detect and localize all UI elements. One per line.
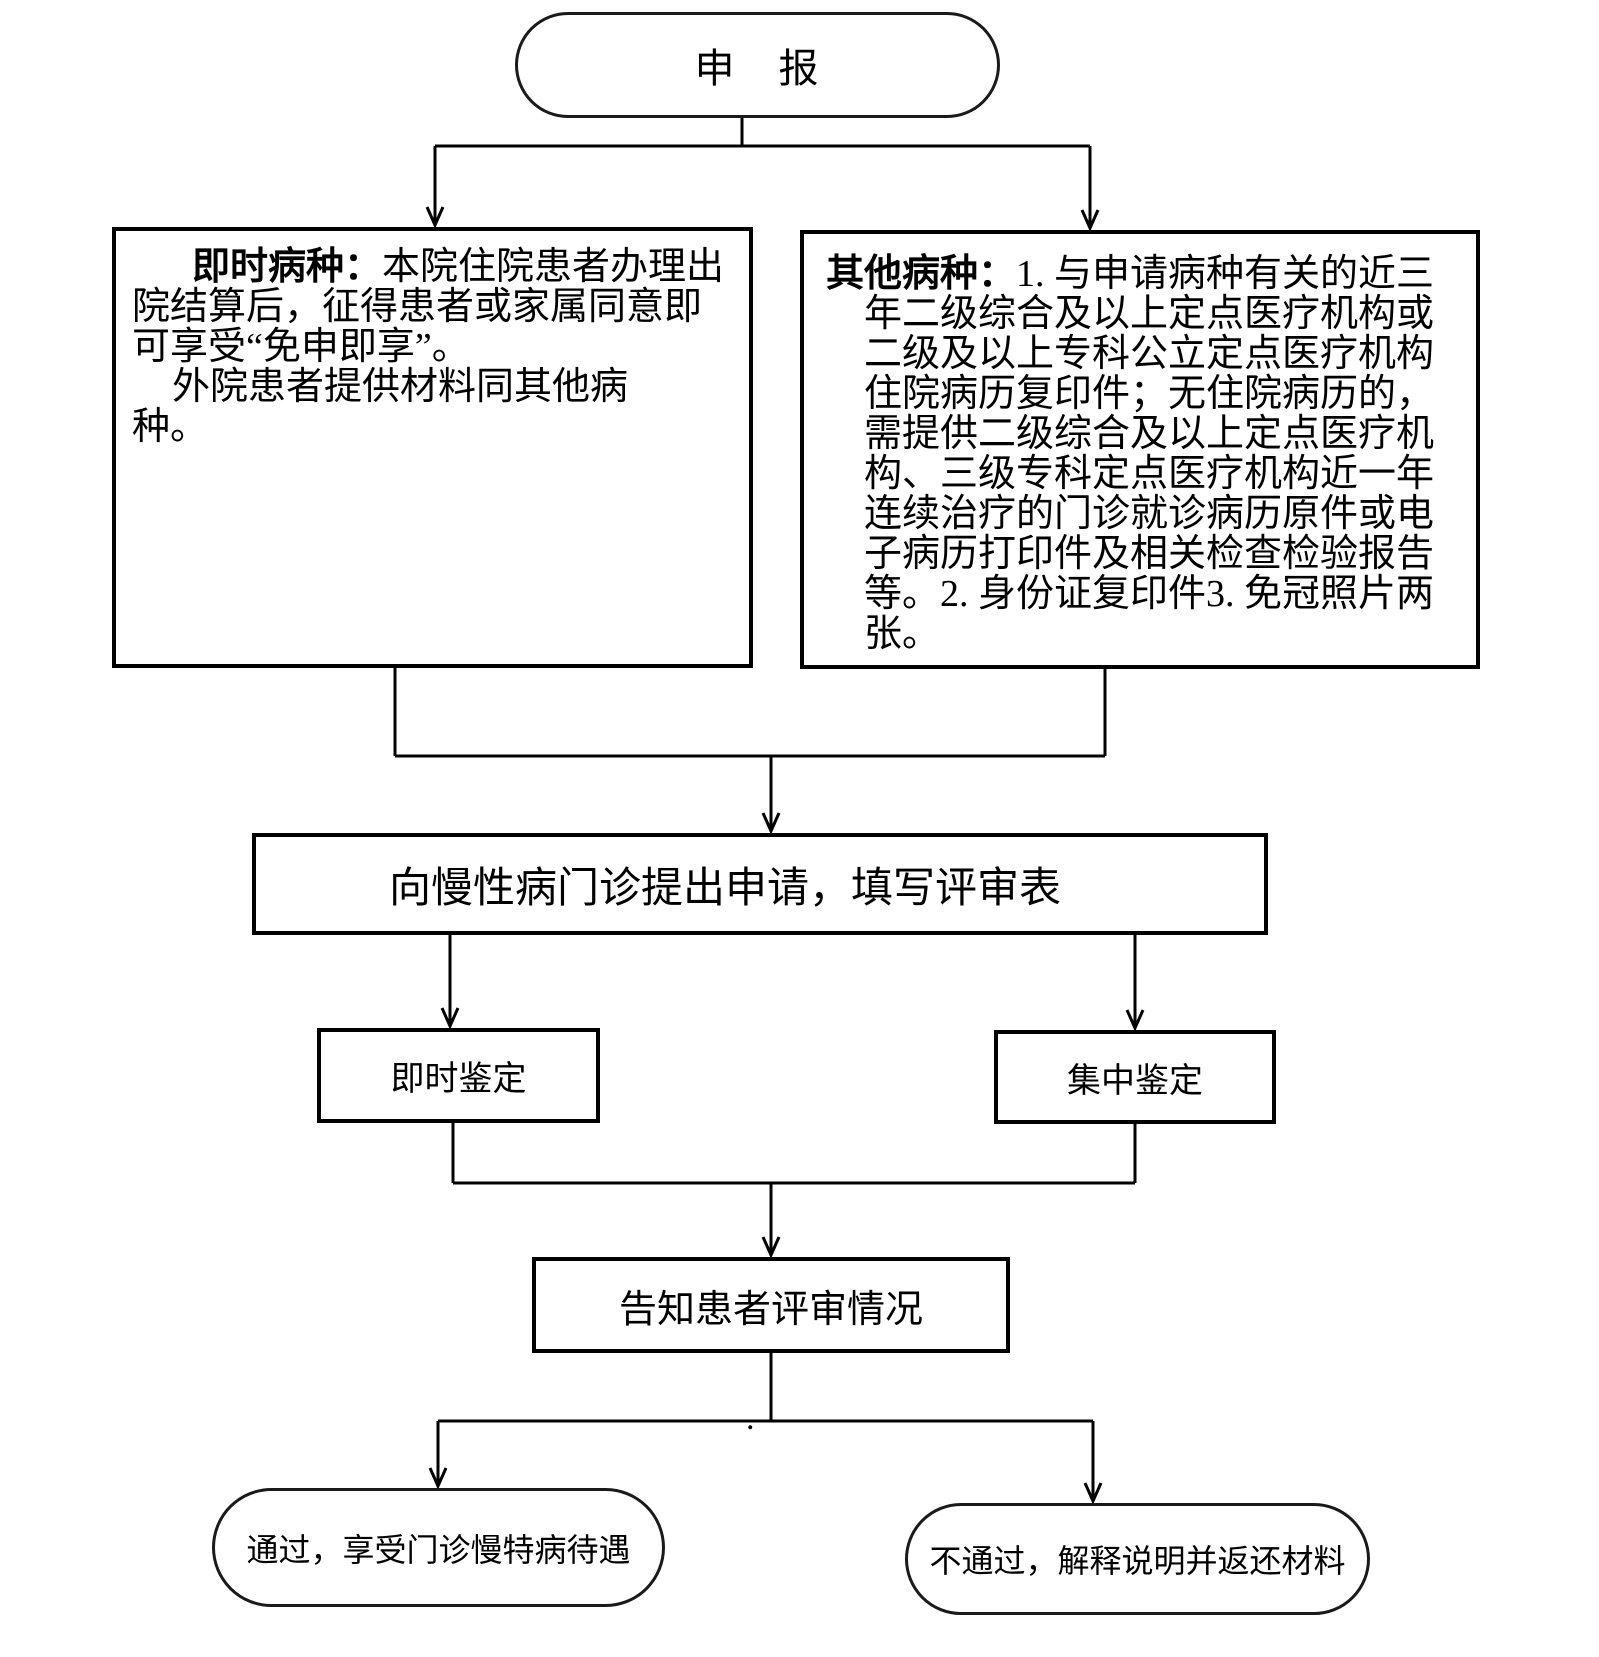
other-disease-title: 其他病种： bbox=[826, 253, 1017, 295]
fail-node: 不通过，解释说明并返还材料 bbox=[905, 1503, 1370, 1615]
pass-node: 通过，享受门诊慢特病待遇 bbox=[212, 1488, 665, 1607]
arrowhead-left-box bbox=[425, 206, 445, 229]
instant-disease-paragraph-2: 外院患者提供材料同其他病种。 bbox=[132, 366, 629, 448]
arrowhead-apply bbox=[761, 812, 781, 835]
arrowhead-instant-review bbox=[440, 1007, 460, 1030]
start-label: 申 报 bbox=[694, 46, 821, 91]
arrowhead-central-review bbox=[1125, 1009, 1145, 1032]
instant-disease-paragraph-1: 即时病种：本院住院患者办理出院结算后，征得患者或家属同意即可享受“免申即享”。 bbox=[132, 247, 733, 367]
instant-disease-text: 本院住院患者办理出院结算后，征得患者或家属同意即可享受“免申即享”。 bbox=[132, 246, 725, 368]
arrowhead-fail bbox=[1083, 1482, 1103, 1505]
central-review-box: 集中鉴定 bbox=[994, 1030, 1276, 1124]
fail-label: 不通过，解释说明并返还材料 bbox=[929, 1543, 1346, 1579]
stray-dot: . bbox=[746, 1400, 755, 1437]
apply-label: 向慢性病门诊提出申请，填写评审表 bbox=[388, 865, 1061, 912]
pass-label: 通过，享受门诊慢特病待遇 bbox=[246, 1531, 631, 1568]
notify-box: 告知患者评审情况 bbox=[532, 1257, 1010, 1353]
other-disease-text: 1. 与申请病种有关的近三年二级综合及以上定点医疗机构或二级及以上专科公立定点医… bbox=[864, 253, 1435, 655]
arrowhead-notify bbox=[761, 1236, 781, 1259]
apply-box: 向慢性病门诊提出申请，填写评审表 bbox=[252, 833, 1268, 935]
arrowhead-right-box bbox=[1080, 209, 1100, 232]
instant-disease-title: 即时病种： bbox=[192, 246, 383, 288]
instant-review-label: 即时鉴定 bbox=[390, 1061, 527, 1098]
instant-review-box: 即时鉴定 bbox=[317, 1028, 600, 1123]
other-disease-box: 其他病种：1. 与申请病种有关的近三年二级综合及以上定点医疗机构或二级及以上专科… bbox=[800, 230, 1480, 669]
instant-disease-box: 即时病种：本院住院患者办理出院结算后，征得患者或家属同意即可享受“免申即享”。 … bbox=[112, 227, 753, 668]
other-disease-paragraph: 其他病种：1. 与申请病种有关的近三年二级综合及以上定点医疗机构或二级及以上专科… bbox=[826, 254, 1454, 654]
notify-label: 告知患者评审情况 bbox=[618, 1288, 923, 1331]
arrowhead-pass bbox=[428, 1467, 448, 1490]
start-node: 申 报 bbox=[515, 12, 1000, 118]
central-review-label: 集中鉴定 bbox=[1067, 1062, 1203, 1100]
